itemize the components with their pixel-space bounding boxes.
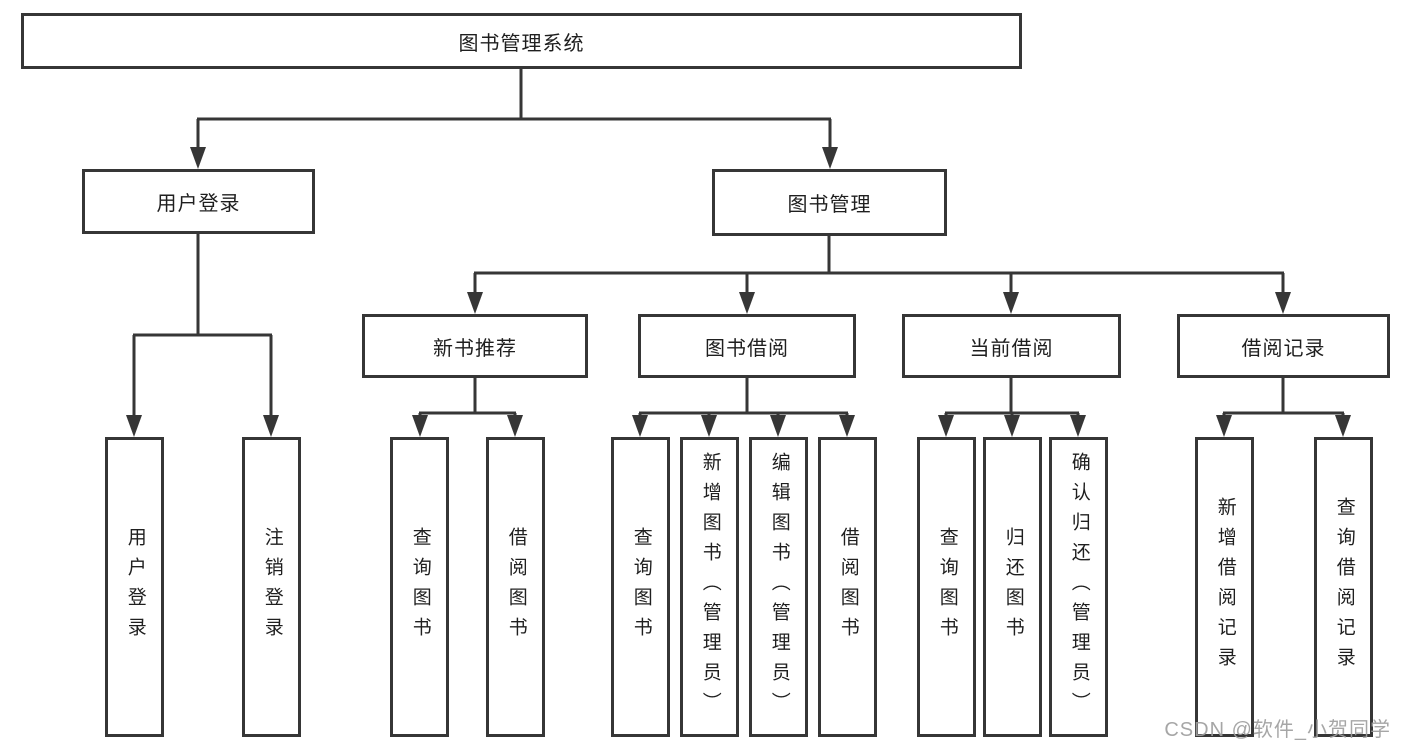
arrowhead: [938, 415, 954, 437]
node-current-borrow-label: 当前借阅: [969, 337, 1054, 360]
arrowhead: [839, 415, 855, 437]
leaf-user-login: 用户登录: [105, 437, 164, 737]
leaf-return-book: 归还图书: [983, 437, 1042, 737]
arrowhead: [1216, 415, 1232, 437]
leaf-borrow-book: 借阅图书: [818, 437, 877, 737]
node-book-borrow: 图书借阅: [638, 314, 856, 378]
edge-user-login-children: [132, 233, 273, 420]
edge-current-borrow-children: [944, 378, 1080, 420]
leaf-logout-label: 注销登录: [261, 527, 283, 647]
node-user-login: 用户登录: [82, 169, 315, 234]
node-borrow-records-label: 借阅记录: [1241, 337, 1326, 360]
arrowhead: [1004, 415, 1020, 437]
node-book-management-label: 图书管理: [787, 194, 872, 216]
leaf-query-book-current-label: 查询图书: [936, 527, 958, 647]
leaf-edit-book-admin: 编辑图书（管理员）: [749, 437, 808, 737]
leaf-add-borrow-record-label: 新增借阅记录: [1214, 497, 1236, 677]
arrowhead: [632, 415, 648, 437]
arrowhead: [739, 292, 755, 314]
arrowhead: [1070, 415, 1086, 437]
leaf-borrow-book-recommend: 借阅图书: [486, 437, 545, 737]
leaf-add-borrow-record: 新增借阅记录: [1195, 437, 1254, 737]
arrowhead: [263, 415, 279, 437]
node-borrow-records: 借阅记录: [1177, 314, 1390, 378]
csdn-watermark: CSDN @软件_小贺同学: [1164, 719, 1391, 741]
arrowhead: [412, 415, 428, 437]
arrowhead: [1335, 415, 1351, 437]
arrowhead: [1275, 292, 1291, 314]
leaf-edit-book-admin-label: 编辑图书（管理员）: [768, 452, 790, 722]
node-new-book-recommend-label: 新书推荐: [433, 337, 517, 360]
leaf-logout: 注销登录: [242, 437, 301, 737]
node-new-book-recommend: 新书推荐: [362, 314, 588, 378]
arrowhead: [1003, 292, 1019, 314]
edge-book-mgmt-children: [473, 236, 1285, 297]
edge-root-to-level2: [196, 69, 832, 150]
arrowhead: [701, 415, 717, 437]
arrowhead: [770, 415, 786, 437]
edge-borrow-records-children: [1222, 378, 1345, 420]
node-user-login-label: 用户登录: [156, 193, 241, 215]
node-root-label: 图书管理系统: [458, 32, 585, 55]
arrowhead: [126, 415, 142, 437]
leaf-confirm-return-admin: 确认归还（管理员）: [1049, 437, 1108, 737]
edge-book-borrow-children: [638, 378, 849, 420]
edge-new-book-children: [418, 378, 517, 420]
node-root: 图书管理系统: [21, 13, 1022, 69]
leaf-query-borrow-record-label: 查询借阅记录: [1333, 497, 1355, 677]
leaf-query-book-current: 查询图书: [917, 437, 976, 737]
leaf-query-book-borrow: 查询图书: [611, 437, 670, 737]
leaf-query-borrow-record: 查询借阅记录: [1314, 437, 1373, 737]
arrowhead: [822, 147, 838, 169]
leaf-query-book-recommend: 查询图书: [390, 437, 449, 737]
arrowhead: [190, 147, 206, 169]
arrowhead: [467, 292, 483, 314]
leaf-return-book-label: 归还图书: [1002, 527, 1024, 647]
leaf-user-login-label: 用户登录: [124, 527, 146, 647]
leaf-query-book-borrow-label: 查询图书: [630, 527, 652, 647]
leaf-query-book-recommend-label: 查询图书: [409, 527, 431, 647]
leaf-borrow-book-label: 借阅图书: [837, 527, 859, 647]
leaf-borrow-book-recommend-label: 借阅图书: [505, 527, 527, 647]
leaf-add-book-admin: 新增图书（管理员）: [680, 437, 739, 737]
leaf-add-book-admin-label: 新增图书（管理员）: [699, 452, 721, 722]
node-book-borrow-label: 图书借阅: [705, 337, 789, 360]
leaf-confirm-return-admin-label: 确认归还（管理员）: [1068, 452, 1090, 722]
node-current-borrow: 当前借阅: [902, 314, 1121, 378]
node-book-management: 图书管理: [712, 169, 947, 236]
arrowhead: [507, 415, 523, 437]
